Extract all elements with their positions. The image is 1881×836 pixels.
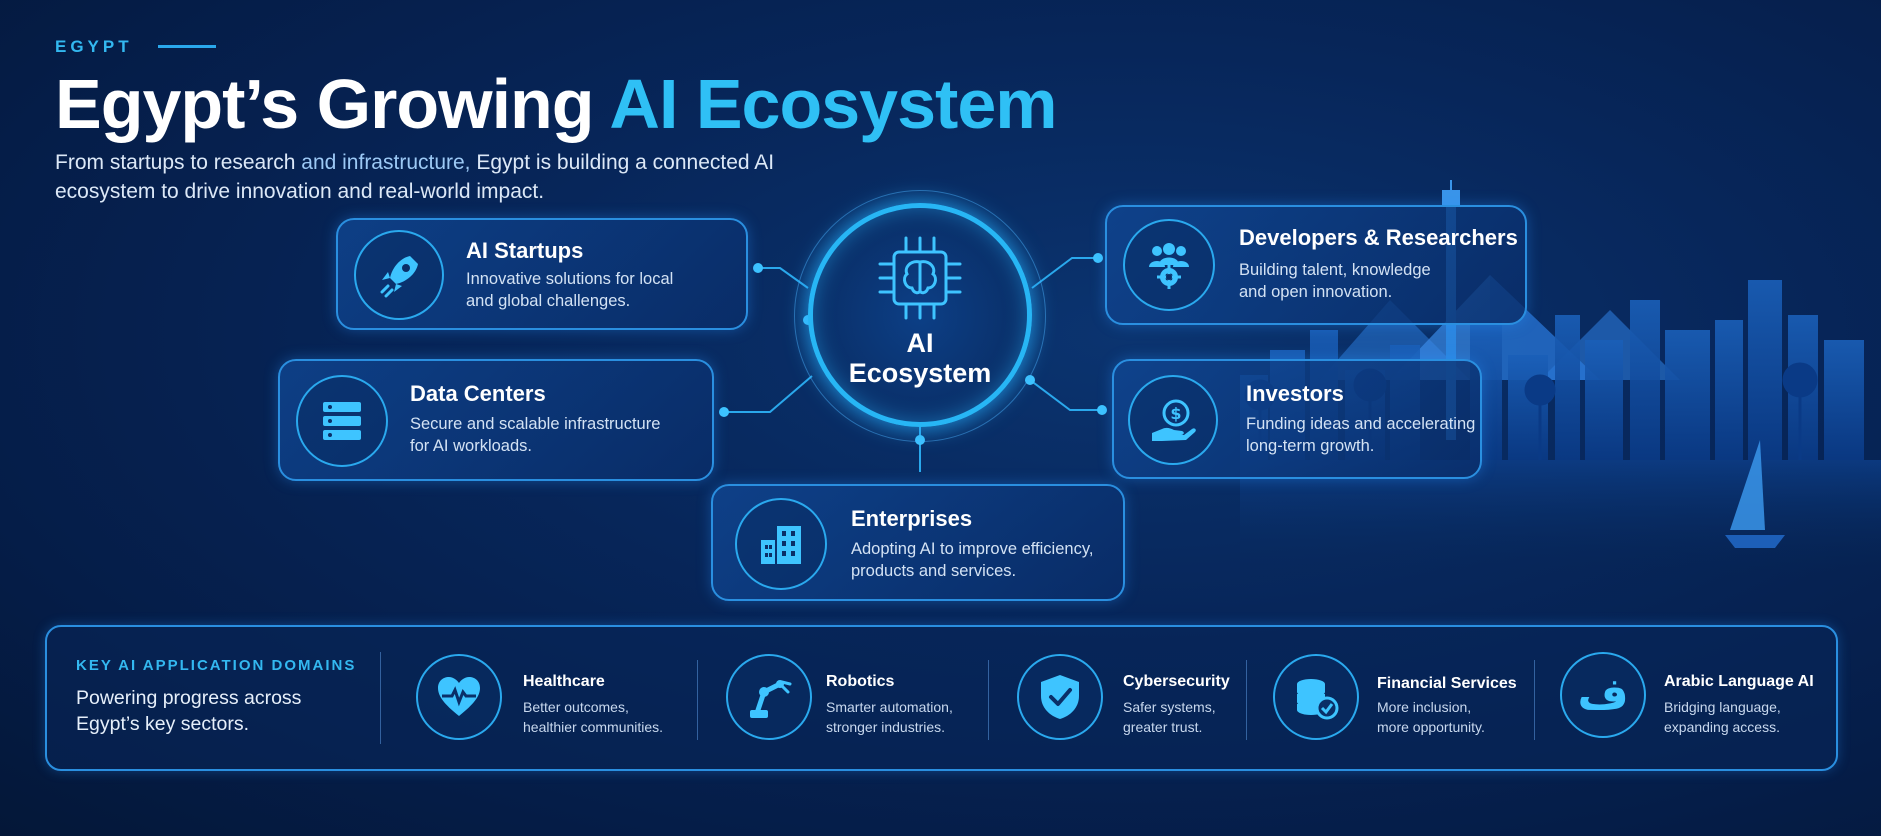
- heart-pulse-icon: [438, 677, 480, 716]
- brain-chip-icon: [878, 236, 962, 320]
- card-desc-line: Innovative solutions for local: [466, 270, 674, 288]
- domain-description: Safer systems, greater trust.: [1123, 697, 1216, 737]
- panel-text: Powering progress across Egypt’s key sec…: [76, 687, 302, 735]
- panel-divider: [1534, 660, 1535, 740]
- card-desc-line: products and services.: [851, 562, 1017, 580]
- card-desc-line: for AI workloads.: [410, 437, 532, 455]
- domain-title: Financial Services: [1377, 675, 1517, 692]
- robot-arm-icon-badge: [726, 654, 812, 740]
- domain-desc-line: stronger industries.: [826, 719, 946, 735]
- hub-label-line2: Ecosystem: [848, 358, 992, 388]
- title-main: Egypt’s Growing: [55, 65, 595, 143]
- team-gear-icon: [1149, 243, 1189, 289]
- rocket-icon-badge: [354, 230, 444, 320]
- card-title: AI Startups: [466, 238, 584, 263]
- card-description: Innovative solutions for local and globa…: [466, 268, 736, 312]
- domain-description: More inclusion, more opportunity.: [1377, 697, 1485, 737]
- panel-divider: [697, 660, 698, 740]
- card-description: Funding ideas and accelerating long-term…: [1246, 413, 1476, 457]
- panel-heading: KEY AI APPLICATION DOMAINS: [76, 657, 357, 674]
- connector-dot: [1097, 405, 1107, 415]
- card-enterprises: Enterprises Adopting AI to improve effic…: [711, 484, 1125, 601]
- panel-divider: [988, 660, 989, 740]
- buildings-icon-badge: [735, 498, 827, 590]
- domain-desc-line: Smarter automation,: [826, 699, 953, 715]
- card-desc-line: Funding ideas and accelerating: [1246, 415, 1476, 433]
- card-developers-researchers: Developers & Researchers Building talent…: [1105, 205, 1527, 325]
- server-icon-badge: [296, 375, 388, 467]
- domain-desc-line: Bridging language,: [1664, 699, 1781, 715]
- domain-desc-line: healthier communities.: [523, 719, 664, 735]
- subtitle-part-c: Egypt is building a connected AI ecosyst…: [55, 151, 775, 203]
- card-desc-line: Secure and scalable infrastructure: [410, 415, 661, 433]
- page-title: Egypt’s Growing AI Ecosystem: [55, 64, 1058, 144]
- panel-divider: [1246, 660, 1247, 740]
- shield-check-icon-badge: [1017, 654, 1103, 740]
- card-description: Building talent, knowledge and open inno…: [1239, 259, 1509, 303]
- hub-outer-ring: [794, 190, 1046, 442]
- money-hand-icon: $: [1152, 399, 1196, 441]
- key-domains-panel: [45, 625, 1838, 771]
- domain-desc-line: Better outcomes,: [523, 699, 629, 715]
- card-title: Enterprises: [851, 506, 973, 531]
- panel-divider: [380, 652, 381, 744]
- domain-title: Cybersecurity: [1123, 673, 1230, 690]
- connector-datacenters: [724, 375, 813, 413]
- eyebrow-underline: [158, 45, 216, 48]
- connector-dot: [1093, 253, 1103, 263]
- domain-desc-line: greater trust.: [1123, 719, 1203, 735]
- card-desc-line: and open innovation.: [1239, 283, 1393, 301]
- card-description: Secure and scalable infrastructure for A…: [410, 413, 700, 457]
- heart-pulse-icon-badge: [416, 654, 502, 740]
- rocket-icon: [380, 256, 418, 298]
- title-highlight: AI Ecosystem: [609, 65, 1057, 143]
- svg-text:$: $: [1170, 404, 1181, 423]
- domain-description: Bridging language, expanding access.: [1664, 697, 1781, 737]
- card-ai-startups: AI Startups Innovative solutions for loc…: [336, 218, 748, 330]
- coins-icon-badge: [1273, 654, 1359, 740]
- subtitle-part-b: and infrastructure,: [301, 151, 471, 174]
- money-hand-icon-badge: $: [1128, 375, 1218, 465]
- coins-icon: [1297, 679, 1339, 720]
- domain-description: Smarter automation, stronger industries.: [826, 697, 953, 737]
- arabic-letter-icon: ف: [1577, 669, 1629, 720]
- page-subtitle: From startups to research and infrastruc…: [55, 148, 815, 206]
- card-desc-line: Adopting AI to improve efficiency,: [851, 540, 1094, 558]
- card-title: Developers & Researchers: [1239, 225, 1518, 250]
- domain-title: Arabic Language AI: [1664, 673, 1814, 690]
- team-gear-icon-badge: [1123, 219, 1215, 311]
- domain-title: Healthcare: [523, 673, 605, 690]
- connector-investors: [1029, 379, 1102, 411]
- domain-description: Better outcomes, healthier communities.: [523, 697, 663, 737]
- hub-label-line1: AI: [906, 328, 934, 358]
- hub-label: AI Ecosystem: [808, 328, 1032, 388]
- connector-dot: [719, 407, 729, 417]
- card-description: Adopting AI to improve efficiency, produ…: [851, 538, 1121, 582]
- robot-arm-icon: [750, 680, 792, 718]
- card-data-centers: Data Centers Secure and scalable infrast…: [278, 359, 714, 481]
- domain-desc-line: more opportunity.: [1377, 719, 1485, 735]
- connector-dot: [753, 263, 763, 273]
- shield-check-icon: [1041, 675, 1079, 719]
- card-desc-line: Building talent, knowledge: [1239, 261, 1431, 279]
- buildings-icon: [761, 526, 801, 564]
- card-title: Investors: [1246, 381, 1344, 406]
- card-title: Data Centers: [410, 381, 546, 406]
- subtitle-part-a: From startups to research: [55, 151, 296, 174]
- domain-desc-line: expanding access.: [1664, 719, 1780, 735]
- domain-title: Robotics: [826, 673, 895, 690]
- card-desc-line: long-term growth.: [1246, 437, 1375, 455]
- eyebrow-label: EGYPT: [55, 37, 133, 56]
- domain-desc-line: More inclusion,: [1377, 699, 1472, 715]
- card-investors: $ Investors Funding ideas and accelerati…: [1112, 359, 1482, 479]
- server-icon: [323, 402, 361, 440]
- card-desc-line: and global challenges.: [466, 292, 631, 310]
- arabic-letter-icon-badge: ف: [1560, 652, 1646, 738]
- domain-desc-line: Safer systems,: [1123, 699, 1216, 715]
